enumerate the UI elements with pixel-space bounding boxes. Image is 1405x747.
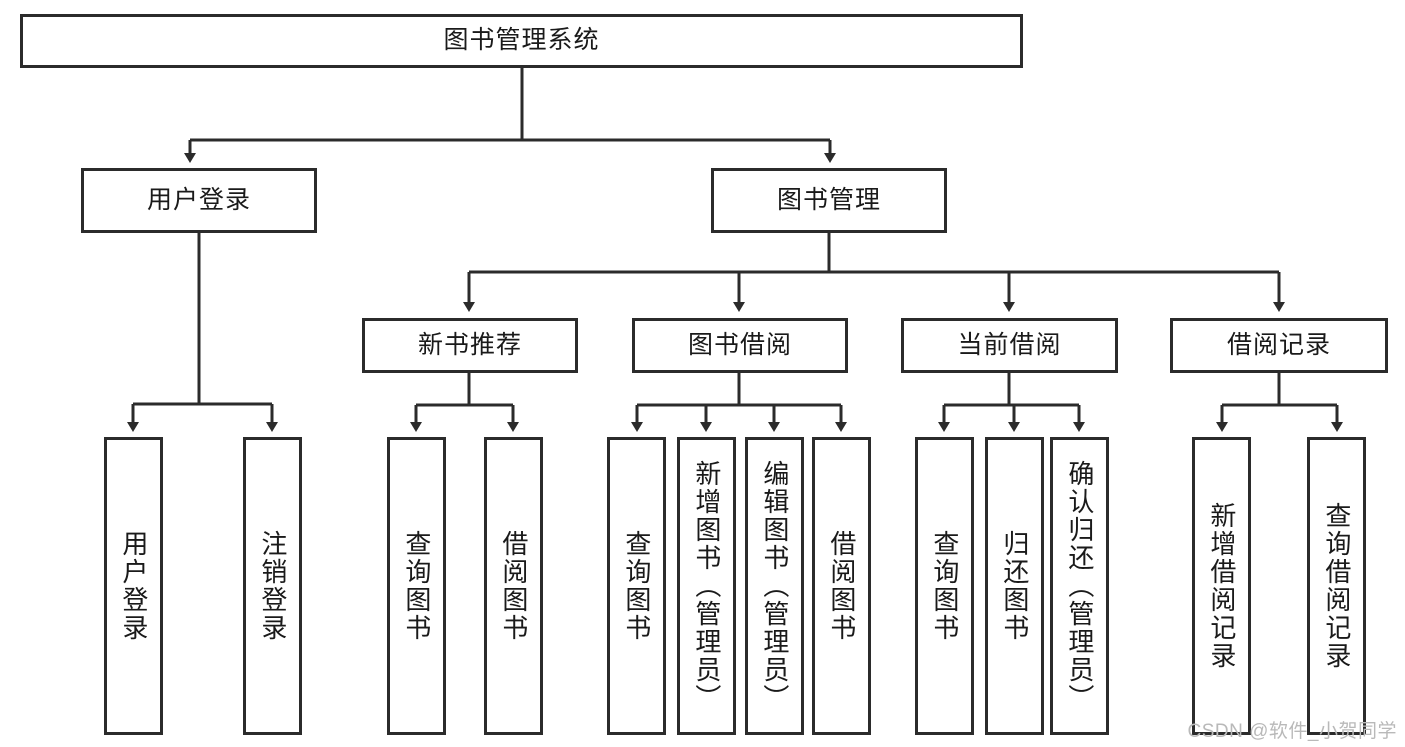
leaf-new-book-borrow-label: 借阅图书	[498, 530, 529, 642]
node-user-login[interactable]: 用户登录	[81, 168, 317, 233]
leaf-user-login-label: 用户登录	[118, 530, 149, 642]
leaf-edit-book-admin[interactable]: 编辑图书（管理员）	[745, 437, 804, 735]
leaf-edit-book-admin-label: 编辑图书（管理员）	[759, 460, 790, 712]
watermark: CSDN @软件_小贺同学	[1187, 721, 1397, 742]
node-book-manage[interactable]: 图书管理	[711, 168, 947, 233]
leaf-confirm-return-admin[interactable]: 确认归还（管理员）	[1050, 437, 1109, 735]
leaf-return-book[interactable]: 归还图书	[985, 437, 1044, 735]
node-borrow-record-label: 借阅记录	[1226, 330, 1331, 359]
node-book-manage-label: 图书管理	[776, 185, 881, 214]
node-book-borrow[interactable]: 图书借阅	[632, 318, 848, 373]
leaf-logout[interactable]: 注销登录	[243, 437, 302, 735]
leaf-borrow-book[interactable]: 借阅图书	[812, 437, 871, 735]
leaf-borrow-book-label: 借阅图书	[826, 530, 857, 642]
leaf-confirm-return-admin-label: 确认归还（管理员）	[1064, 460, 1095, 712]
leaf-add-borrow-record[interactable]: 新增借阅记录	[1192, 437, 1251, 735]
node-new-book-recommend[interactable]: 新书推荐	[362, 318, 578, 373]
node-root[interactable]: 图书管理系统	[20, 14, 1023, 68]
leaf-new-book-query[interactable]: 查询图书	[387, 437, 446, 735]
leaf-return-book-label: 归还图书	[999, 530, 1030, 642]
node-borrow-record[interactable]: 借阅记录	[1170, 318, 1388, 373]
leaf-user-login[interactable]: 用户登录	[104, 437, 163, 735]
node-current-borrow[interactable]: 当前借阅	[901, 318, 1118, 373]
node-current-borrow-label: 当前借阅	[957, 330, 1062, 359]
leaf-current-query-book[interactable]: 查询图书	[915, 437, 974, 735]
leaf-logout-label: 注销登录	[257, 530, 288, 642]
leaf-borrow-query-book-label: 查询图书	[621, 530, 652, 642]
leaf-query-borrow-record-label: 查询借阅记录	[1321, 502, 1352, 670]
leaf-new-book-query-label: 查询图书	[401, 530, 432, 642]
node-user-login-label: 用户登录	[146, 185, 251, 214]
leaf-add-book-admin[interactable]: 新增图书（管理员）	[677, 437, 736, 735]
node-book-borrow-label: 图书借阅	[687, 330, 792, 359]
leaf-new-book-borrow[interactable]: 借阅图书	[484, 437, 543, 735]
leaf-borrow-query-book[interactable]: 查询图书	[607, 437, 666, 735]
leaf-query-borrow-record[interactable]: 查询借阅记录	[1307, 437, 1366, 735]
node-root-label: 图书管理系统	[443, 26, 600, 55]
leaf-current-query-book-label: 查询图书	[929, 530, 960, 642]
node-new-book-recommend-label: 新书推荐	[417, 330, 522, 359]
leaf-add-book-admin-label: 新增图书（管理员）	[691, 460, 722, 712]
leaf-add-borrow-record-label: 新增借阅记录	[1206, 502, 1237, 670]
